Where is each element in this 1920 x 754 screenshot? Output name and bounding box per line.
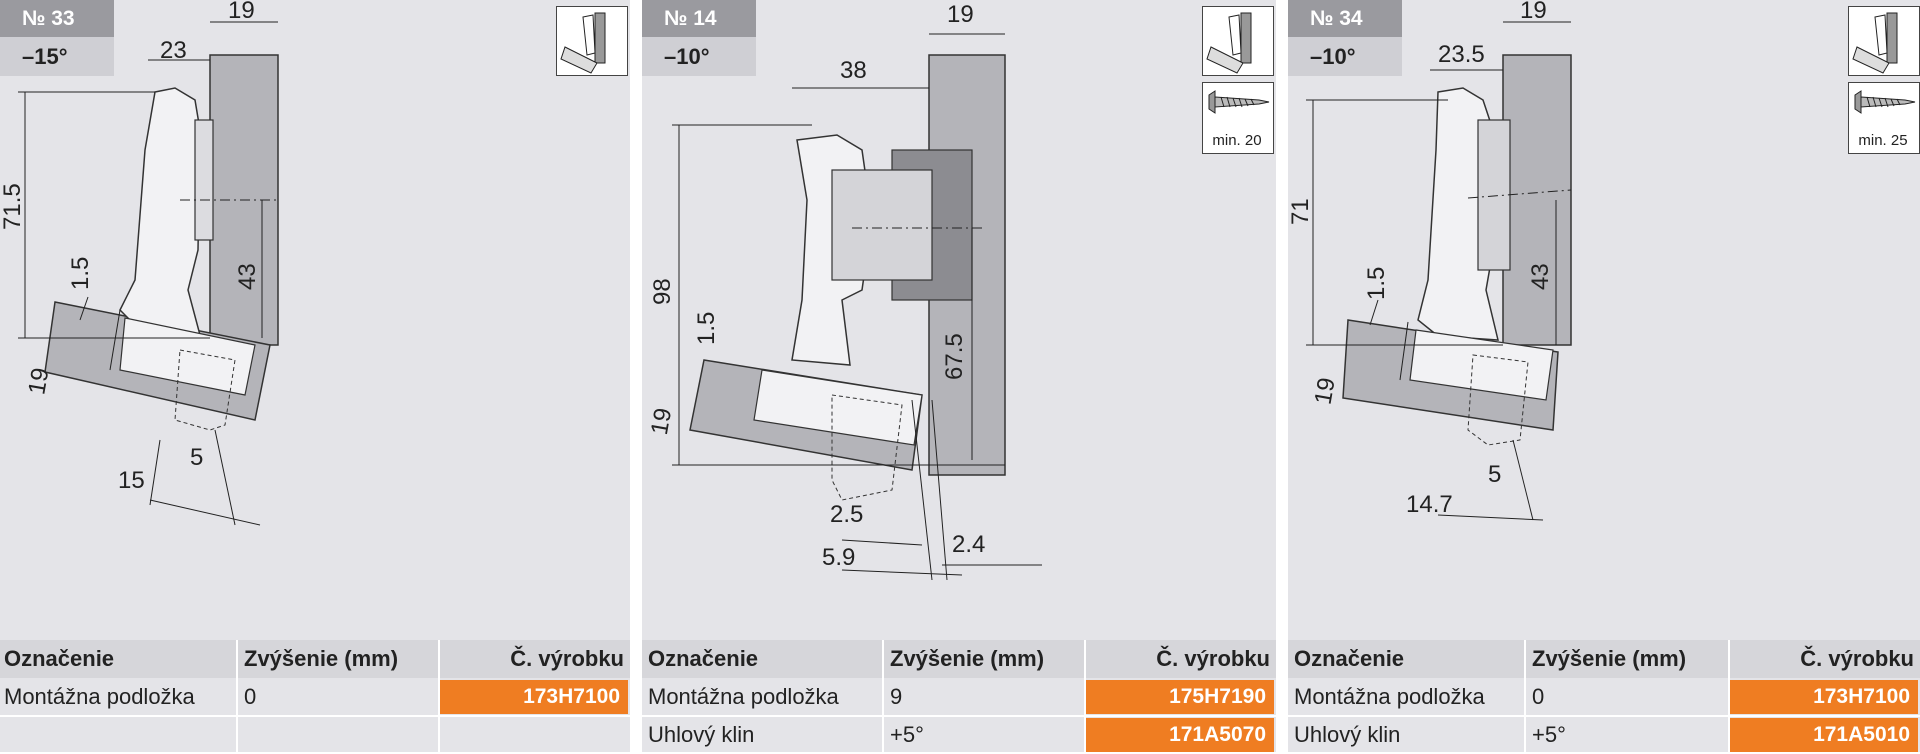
dim-label: 19: [947, 1, 974, 28]
dim-label: 1.5: [693, 312, 720, 345]
row-raise: 0: [244, 684, 257, 709]
dim-label: 1.5: [1363, 267, 1390, 300]
product-code: 173H7100: [1730, 680, 1918, 714]
dim-label: 2.5: [830, 501, 863, 528]
row-raise: 0: [1532, 684, 1545, 709]
dim-label: 43: [1527, 263, 1554, 290]
table-row: Montážna podložka 0 173H7100: [1288, 678, 1920, 716]
column-divider: [882, 640, 884, 754]
dim-label: 2.4: [952, 531, 985, 558]
row-designation: Uhlový klin: [1294, 722, 1401, 747]
table-row: Uhlový klin +5° 171A5010: [1288, 716, 1920, 754]
row-raise: 9: [890, 684, 903, 709]
header-raise: Zvýšenie (mm): [890, 646, 1045, 671]
header-designation: Označenie: [648, 646, 759, 671]
hinge-angle: –10°: [642, 37, 756, 76]
dim-label: 71.5: [0, 183, 26, 230]
table-header: Označenie Zvýšenie (mm) Č. výrobku: [1288, 640, 1920, 678]
hinge-badge: № 34 –10°: [1288, 0, 1402, 76]
hinge-number: № 34: [1288, 0, 1402, 37]
hinge-number: № 33: [0, 0, 114, 37]
row-designation: Uhlový klin: [648, 722, 755, 747]
dim-label: 5.9: [822, 544, 855, 571]
panel-33: 19 23 71.5 43 1.5 19 5 15 № 33 –15° Ozna…: [0, 0, 630, 754]
hinge-number: № 14: [642, 0, 756, 37]
row-raise: +5°: [1532, 722, 1566, 747]
hinge-diagram-33: 19 23 71.5 43 1.5 19 5 15: [0, 0, 279, 526]
dim-label: 38: [840, 57, 867, 84]
hinge-mount-icon: [556, 6, 628, 76]
column-divider: [1084, 640, 1086, 754]
header-raise: Zvýšenie (mm): [244, 646, 399, 671]
column-divider: [438, 640, 440, 754]
product-code: 171A5070: [1086, 718, 1274, 752]
dim-label: 15: [118, 467, 145, 494]
dim-label: 23.5: [1438, 41, 1485, 68]
row-divider: [0, 715, 630, 717]
dim-label: 23: [160, 37, 187, 64]
dim-label: 98: [649, 278, 676, 305]
dim-label: 5: [190, 444, 203, 471]
table-row: [0, 716, 630, 754]
table-row: Montážna podložka 9 175H7190: [642, 678, 1276, 716]
hinge-badge: № 33 –15°: [0, 0, 114, 76]
dim-label: 71: [1288, 198, 1314, 225]
dim-label: 1.5: [67, 257, 94, 290]
row-divider: [1288, 715, 1920, 717]
row-designation: Montážna podložka: [1294, 684, 1485, 709]
dim-label: 19: [228, 0, 255, 24]
hinge-angle: –15°: [0, 37, 114, 76]
column-divider: [1728, 640, 1730, 754]
dim-label: 14.7: [1406, 491, 1453, 518]
row-designation: Montážna podložka: [648, 684, 839, 709]
product-code: 171A5010: [1730, 718, 1918, 752]
table-header: Označenie Zvýšenie (mm) Č. výrobku: [642, 640, 1276, 678]
dim-label: 5: [1488, 461, 1501, 488]
panel-14: 19 38 98 1.5 19 67.5 2.5 5.9 2.4 № 14 –1…: [642, 0, 1276, 754]
panel-34: 19 23.5 71 1.5 43 19 5 14.7 № 34 –10° mi…: [1288, 0, 1920, 754]
dim-label: 19: [1520, 0, 1547, 24]
row-raise: +5°: [890, 722, 924, 747]
hinge-diagram-34: 19 23.5 71 1.5 43 19 5 14.7: [1288, 0, 1572, 521]
hinge-mount-icon: [1202, 6, 1274, 76]
header-product-no: Č. výrobku: [510, 646, 624, 671]
dim-label: 19: [646, 406, 677, 437]
column-divider: [1524, 640, 1526, 754]
hinge-diagram-14: 19 38 98 1.5 19 67.5 2.5 5.9 2.4: [646, 1, 1042, 581]
hinge-angle: –10°: [1288, 37, 1402, 76]
product-code: 173H7100: [440, 680, 628, 714]
screw-length-label: min. 25: [1858, 132, 1908, 149]
header-raise: Zvýšenie (mm): [1532, 646, 1687, 671]
hinge-mount-icon: [1848, 6, 1920, 76]
dim-label: 19: [23, 366, 54, 397]
screw-length-label: min. 20: [1212, 132, 1262, 149]
dim-label: 43: [234, 263, 261, 290]
screw-icon: min. 20: [1202, 82, 1274, 154]
header-designation: Označenie: [4, 646, 115, 671]
dim-label: 19: [1310, 376, 1341, 407]
table-header: Označenie Zvýšenie (mm) Č. výrobku: [0, 640, 630, 678]
table-row: Montážna podložka 0 173H7100: [0, 678, 630, 716]
hinge-badge: № 14 –10°: [642, 0, 756, 76]
header-designation: Označenie: [1294, 646, 1405, 671]
row-divider: [642, 715, 1276, 717]
row-designation: Montážna podložka: [4, 684, 195, 709]
screw-icon: min. 25: [1848, 82, 1920, 154]
column-divider: [236, 640, 238, 754]
dim-label: 67.5: [941, 333, 968, 380]
table-row: Uhlový klin +5° 171A5070: [642, 716, 1276, 754]
header-product-no: Č. výrobku: [1156, 646, 1270, 671]
header-product-no: Č. výrobku: [1800, 646, 1914, 671]
product-code: 175H7190: [1086, 680, 1274, 714]
